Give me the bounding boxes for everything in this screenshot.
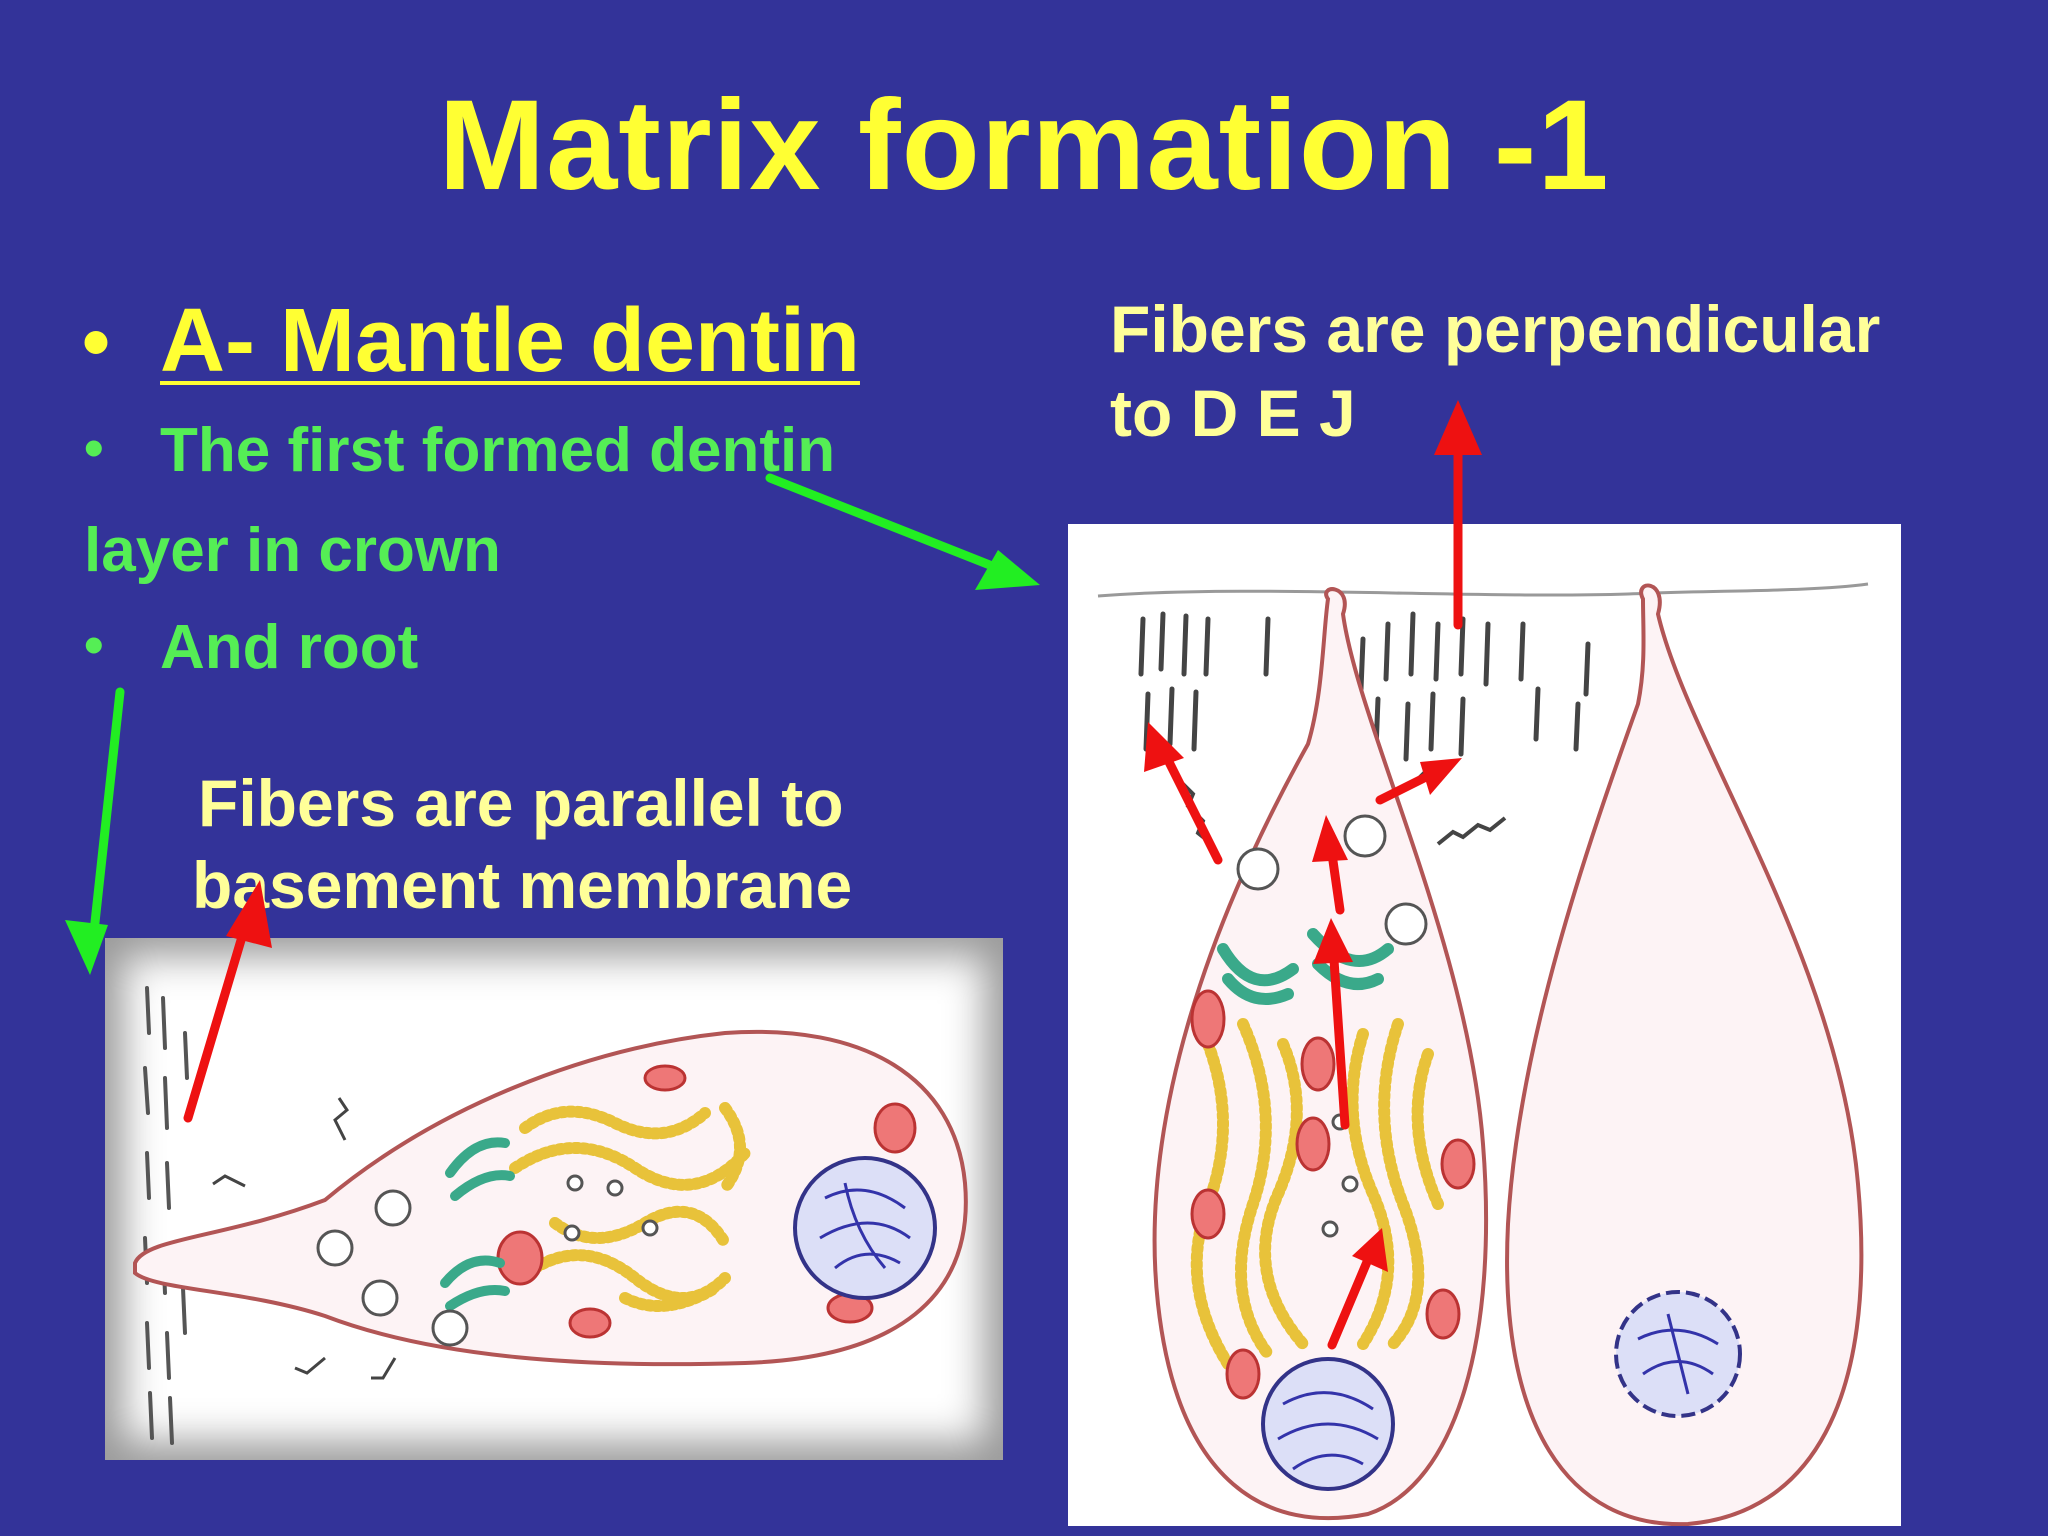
green-arrow-to-right-diagram (765, 473, 1020, 580)
bullet-dot: • (84, 613, 104, 676)
green-arrow-to-left-diagram (87, 687, 125, 955)
bullet-dot: • (82, 297, 111, 386)
note-perpendicular-line2: to D E J (1110, 376, 1356, 450)
bullet-text-continued: layer in crown (84, 516, 501, 585)
note-perpendicular-line1: Fibers are perpendicular (1110, 292, 1881, 366)
section-heading: A- Mantle dentin (160, 291, 860, 391)
note-parallel-line2: basement membrane (192, 848, 853, 922)
odontoblast-horizontal-diagram (105, 938, 1003, 1460)
bullet-dot: • (84, 416, 104, 479)
odontoblast-vertical-diagram (1068, 524, 1901, 1526)
note-parallel-line1: Fibers are parallel to (198, 766, 844, 840)
bullet-text: And root (160, 613, 419, 682)
slide-title: Matrix formation -1 (438, 74, 1610, 217)
bullet-text: The first formed dentin (160, 416, 836, 485)
